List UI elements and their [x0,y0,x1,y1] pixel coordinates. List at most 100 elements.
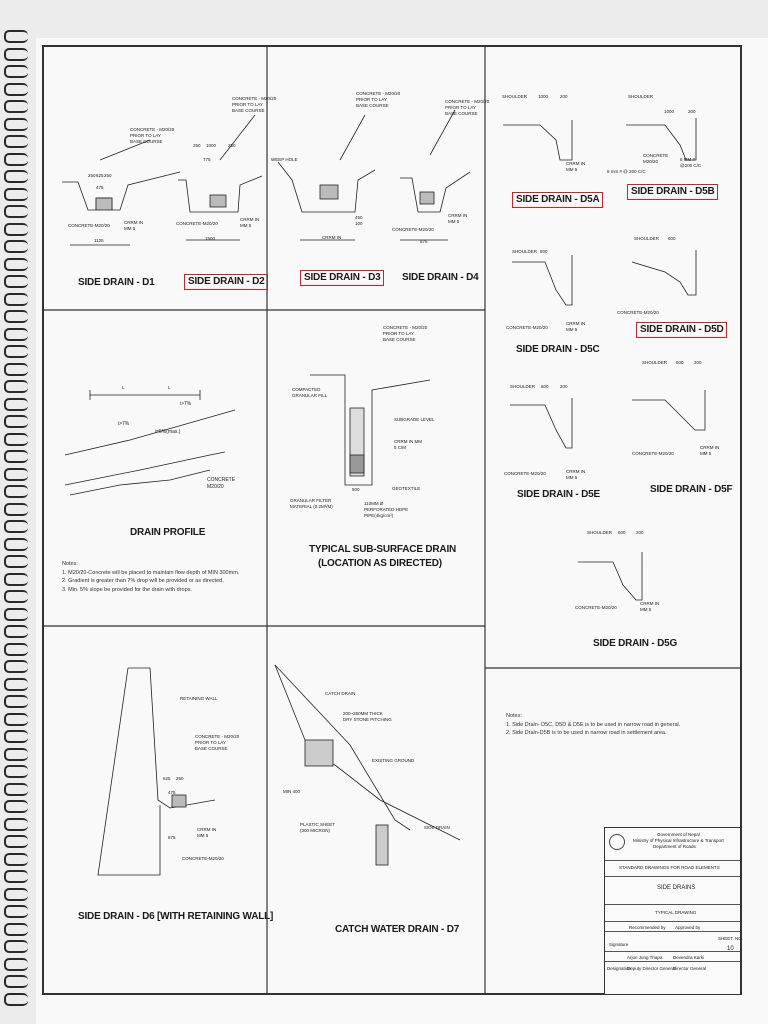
label: SUBGRADE LEVEL [394,417,435,422]
label: MM 5 [700,451,712,456]
label: L [168,385,171,390]
label: CONCRETE - M20/20 [195,734,240,739]
label: 200~250MM THICK [343,711,383,716]
label: CONCRETE-M20/20 [68,223,110,228]
notes-left: Notes: 1. M20/20-Concrete will be placed… [62,560,239,594]
label: CONCRETE-M20/20 [182,856,224,861]
spiral-ring [4,152,28,166]
label: 5 C/M [394,445,407,450]
label: (300 MICRON) [300,828,331,833]
spiral-ring [4,47,28,61]
spiral-ring [4,380,28,393]
title-side-drain-d6: SIDE DRAIN - D6 [WITH RETAINING WALL] [78,911,274,922]
label: MM 5 [640,607,652,612]
title-side-drain-d4: SIDE DRAIN - D4 [402,272,479,283]
title-side-drain-d1: SIDE DRAIN - D1 [78,277,155,288]
label: MM 5 [566,475,578,480]
spiral-ring [4,922,28,936]
spiral-ring [4,485,28,498]
label: SHOULDER [634,236,660,241]
label: 875 [420,239,428,244]
standard-drawings-label: STANDARD DRAWINGS FOR ROAD ELEMENTS [619,865,720,870]
label: PRIOR TO LAY [232,102,264,107]
label: BASE COURSE [383,337,416,342]
label: MM 5 [448,219,460,224]
label: CONCRETE-M20/20 [617,310,659,315]
label: PRIOR TO LAY [383,331,415,336]
spiral-ring [4,82,28,96]
spiral-ring [4,292,28,306]
label: M20/20 [207,484,224,490]
label: MM 5 [566,167,578,172]
spiral-ring [4,642,28,656]
label: PLASTIC SHEET [300,822,336,827]
label: PRIOR TO LAY [356,97,388,102]
spiral-ring [4,660,28,673]
spiral-ring [4,345,28,358]
label: GEOTEXTILE [392,486,421,491]
label: GRANULAR FILL [292,393,328,398]
label: 200 [688,109,696,114]
catch-water-drain-d7-sketch [274,664,461,866]
label: 250 [228,143,236,148]
label: 100 [355,221,363,226]
label: 110MM Ø [364,501,384,506]
label: 600 [618,530,626,535]
label: CRRM IN [197,827,217,832]
label: 600 [540,249,548,254]
title-catch-water-drain-d7: CATCH WATER DRAIN - D7 [335,924,460,935]
subsurface-drain-sketch [310,374,431,486]
label: 625 [96,173,104,178]
label: CRRM IN [448,213,468,218]
label: 1125 [94,238,104,243]
side-drain-d1-sketch [62,139,181,246]
title-side-drain-d5c: SIDE DRAIN - D5C [516,344,600,355]
spiral-ring [4,835,28,848]
signature-label: Signature [609,942,629,947]
label: MIN 400 [283,789,301,794]
label: 600 [676,360,684,365]
spiral-ring [4,275,28,288]
spiral-ring [4,957,28,971]
spiral-ring [4,590,28,603]
designation-approver: Director General [673,966,707,971]
spiral-ring [4,975,28,988]
label: 250 [176,776,184,781]
title-side-drain-d5a: SIDE DRAIN - D5A [512,192,604,208]
note-item: 3. Min. 5% slope be provided for the dra… [62,586,192,593]
label: MM 5 [124,226,136,231]
spiral-ring [4,730,28,743]
subject-label: SIDE DRAINS [657,885,696,891]
label: i=5%(max.) [155,429,181,435]
label: PRIOR TO LAY [195,740,227,745]
spiral-ring [4,65,28,78]
label: 600 [541,384,549,389]
label: CONCRETE - M20/20 [445,99,490,104]
label: 625 [163,776,171,781]
name-recommender: Arjun Jung Thapa [627,955,663,960]
label: 250 [88,173,96,178]
spiral-ring [4,450,28,463]
label: BASE COURSE [445,111,478,116]
notes-heading: Notes: [62,561,78,567]
label: MM 5 [240,223,252,228]
spiral-ring [4,607,28,621]
label: PIPE(4kg/cm²) [364,513,394,518]
label: 1000 [664,109,675,114]
label: CONCRETE-M20/20 [506,325,548,330]
spiral-ring [4,467,28,481]
spiral-ring [4,817,28,831]
label: 475 [96,185,104,190]
spiral-ring [4,30,28,43]
title-block: Government of Nepal Ministry of Physical… [604,827,743,995]
spiral-ring [4,537,28,551]
label: @200 C/C [680,163,702,168]
drawing-frame [42,45,742,995]
label: PRIOR TO LAY [130,133,162,138]
spiral-ring [4,782,28,796]
label: CRRM IN [240,217,260,222]
label: 875 [168,835,176,840]
label: SHOULDER [628,94,654,99]
spiral-ring [4,572,28,586]
spiral-ring [4,765,28,778]
